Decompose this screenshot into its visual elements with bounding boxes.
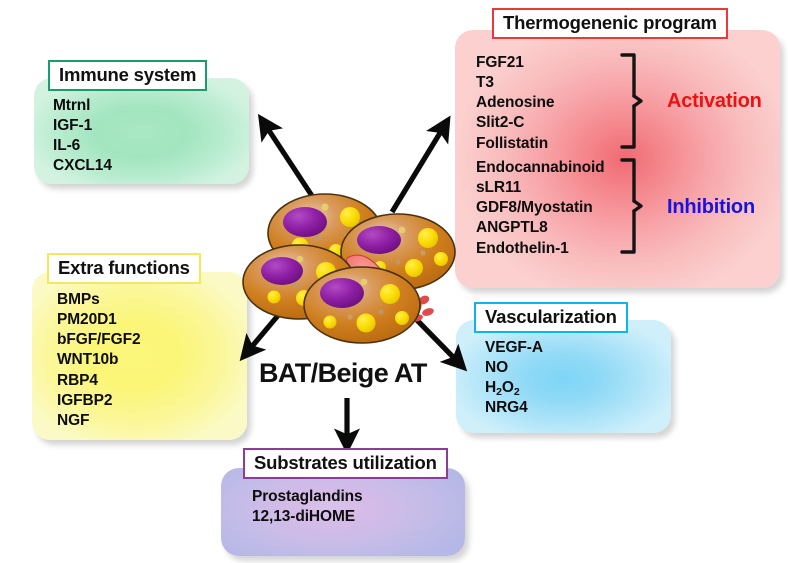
blood-vessel: [345, 254, 434, 322]
arrow-to-immune-system: [257, 113, 323, 210]
list-item: FGF21: [476, 54, 524, 71]
list-item: Adenosine: [476, 94, 555, 112]
panel-substrates-utilization: [221, 468, 465, 556]
list-item: T3: [476, 74, 494, 92]
list-item: Follistatin: [476, 134, 549, 152]
adipocyte-cell-back-left: [267, 193, 383, 273]
list-item: 12,13-diHOME: [252, 508, 356, 526]
list-item: Slit2-C: [476, 114, 525, 132]
list-item: PM20D1: [57, 311, 117, 329]
panel-list-inhibition: Endocannabinoid sLR11 GDF8/Myostatin ANG…: [476, 158, 605, 259]
list-item: CXCL14: [53, 157, 112, 175]
center-label-bat-beige-at: BAT/Beige AT: [259, 358, 427, 388]
panel-list-immune-system: Mtrnl IGF-1 IL-6 CXCL14: [53, 96, 112, 177]
list-item: Endocannabinoid: [476, 159, 605, 176]
panel-immune-system: [34, 78, 249, 184]
adipocyte-cell-front-left: [242, 244, 356, 320]
label-activation: Activation: [667, 90, 762, 112]
panel-title-immune-system: Immune system: [48, 60, 208, 91]
arrow-to-thermogenic-program: [389, 115, 451, 214]
list-item: Prostaglandins: [252, 488, 363, 505]
list-item: NO: [485, 359, 509, 377]
adipocyte-cell-back-right: [340, 213, 456, 291]
list-item: WNT10b: [57, 351, 119, 369]
panel-title-thermogenic-program: Thermogenenic program: [492, 8, 728, 39]
arrow-to-extra-functions: [239, 298, 293, 362]
panel-title-substrates-utilization: Substrates utilization: [243, 448, 448, 479]
arrow-to-vascularization: [410, 313, 468, 372]
panel-list-activation: FGF21 T3 Adenosine Slit2-C Follistatin: [476, 53, 554, 154]
list-item: Endothelin-1: [476, 239, 569, 257]
list-item: BMPs: [57, 291, 100, 308]
panel-title-extra-functions: Extra functions: [47, 253, 201, 284]
list-item: Mtrnl: [53, 97, 91, 114]
list-item: bFGF/FGF2: [57, 331, 141, 349]
list-item: IGF-1: [53, 117, 93, 135]
list-item: NRG4: [485, 399, 528, 417]
panel-vascularization: [456, 320, 671, 433]
panel-extra-functions: [32, 272, 247, 440]
list-item: H2O2: [485, 379, 520, 399]
list-item: VEGF-A: [485, 339, 543, 356]
panel-list-substrates-utilization: Prostaglandins 12,13-diHOME: [252, 487, 363, 527]
panel-thermogenic-program: [455, 30, 780, 288]
panel-title-vascularization: Vascularization: [474, 302, 628, 333]
adipocyte-cell-front-right: [303, 266, 421, 344]
list-item: ANGPTL8: [476, 219, 548, 237]
list-item: IGFBP2: [57, 391, 113, 409]
list-item: IL-6: [53, 137, 81, 155]
panel-list-vascularization: VEGF-A NO H2O2 NRG4: [485, 338, 543, 419]
list-item: NGF: [57, 411, 90, 429]
list-item: RBP4: [57, 371, 98, 389]
list-item: sLR11: [476, 179, 522, 197]
label-inhibition: Inhibition: [667, 196, 755, 218]
list-item: GDF8/Myostatin: [476, 199, 593, 217]
panel-list-extra-functions: BMPs PM20D1 bFGF/FGF2 WNT10b RBP4 IGFBP2…: [57, 290, 141, 431]
